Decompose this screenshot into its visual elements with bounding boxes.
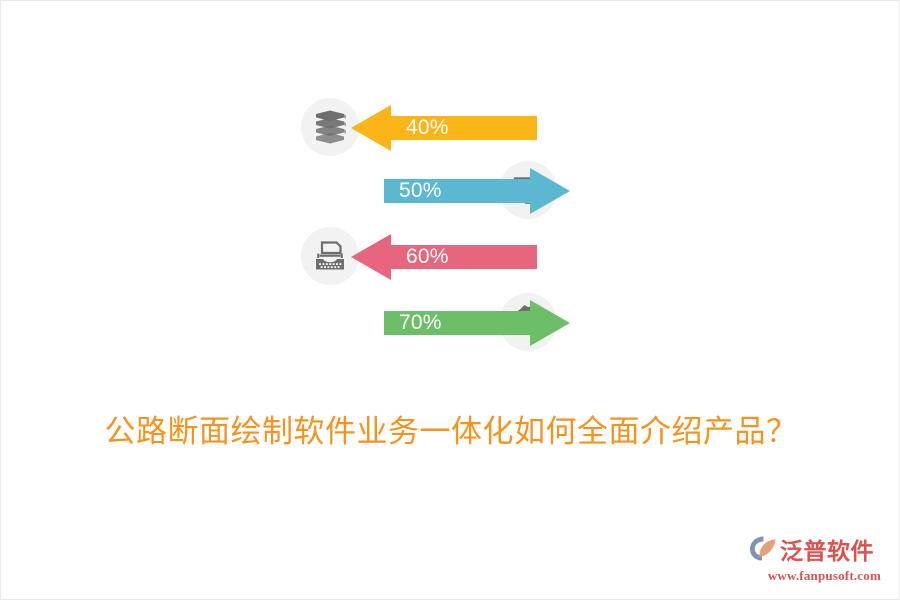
arrow-shape [351, 105, 537, 151]
flow-row: 70% [296, 289, 586, 357]
flow-row: 60% [296, 223, 586, 291]
page-title: 公路断面绘制软件业务一体化如何全面介绍产品？ [104, 414, 798, 449]
arrow-percent-label: 40% [406, 116, 449, 139]
arrow-shape [351, 234, 537, 280]
brand-name: 泛普软件 [780, 538, 874, 564]
arrow-percent-label: 70% [399, 311, 442, 334]
arrow-shape [384, 168, 570, 214]
arrow-flow-diagram: 40% [296, 94, 586, 366]
fanpu-logo-mark-icon [749, 535, 777, 567]
brand-watermark: 泛普软件 www.fanpusoft.com [749, 535, 881, 585]
arrow-shape [384, 300, 570, 346]
brand-url: www.fanpusoft.com [767, 568, 881, 583]
flow-row: 50% [296, 157, 586, 225]
typewriter-icon [301, 227, 359, 285]
brand-logo-row: 泛普软件 [749, 535, 881, 567]
book-stack-icon [301, 98, 359, 156]
flow-row: 40% [296, 94, 586, 162]
arrow-percent-label: 60% [406, 245, 449, 268]
arrow-percent-label: 50% [399, 179, 442, 202]
